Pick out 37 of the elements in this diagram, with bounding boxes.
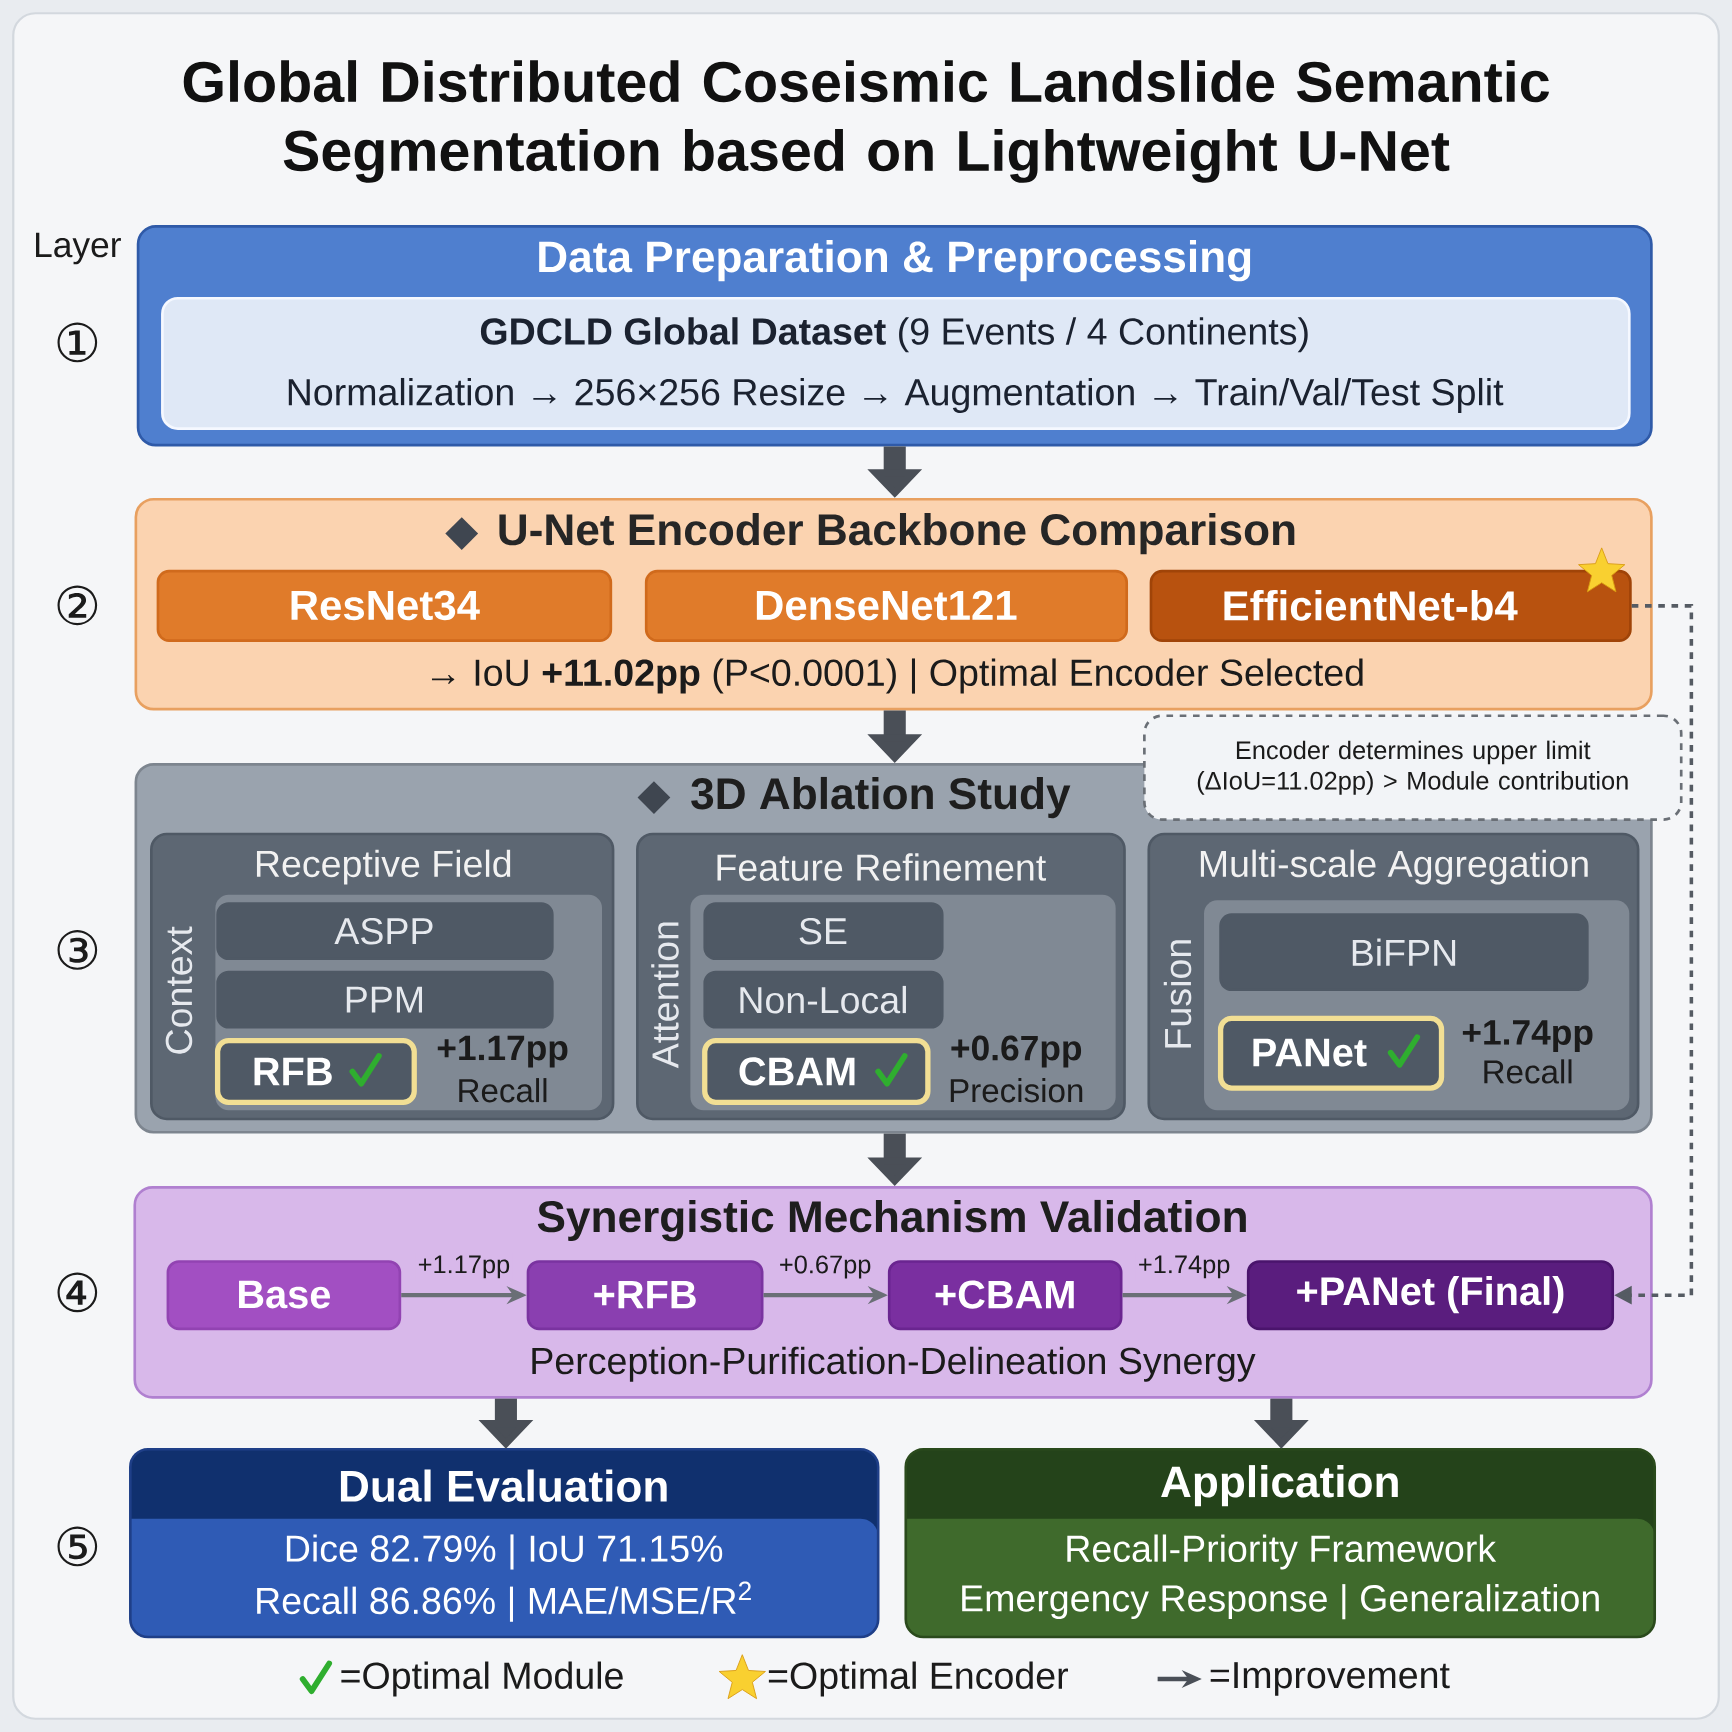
gain-label: +0.67pp	[951, 1035, 1082, 1068]
edge-label: +1.17pp	[415, 1253, 513, 1281]
encoder-box: EfficientNet-b4	[1149, 569, 1632, 642]
module-box: CBAM	[702, 1037, 931, 1106]
axis-title: Layer	[36, 232, 121, 265]
stage-box: Base	[166, 1260, 402, 1331]
layer-number: ②	[57, 585, 98, 626]
gain-label: +1.17pp	[437, 1035, 568, 1068]
result-panel: Application Recall-Priority Framework Emergency Response | Generalization	[904, 1447, 1657, 1639]
edge-label: +1.74pp	[1135, 1253, 1233, 1281]
edge-label: +0.67pp	[776, 1253, 874, 1281]
dataset-box: GDCLD Global Dataset (9 Events / 4 Continents) Normalization → 256×256 Resize → Augmentation → Train/Val/Test Split	[161, 296, 1631, 430]
layer-number: ①	[57, 322, 98, 363]
encoder-box: ResNet34	[156, 569, 613, 642]
layer-number: ④	[57, 1272, 98, 1313]
gain-label: Recall	[1484, 1059, 1572, 1084]
legend-text: =Optimal Module	[341, 1661, 623, 1697]
encoder-box: DenseNet121	[644, 569, 1129, 642]
module-box: ASPP	[216, 902, 554, 961]
module-box: BiFPN	[1219, 913, 1589, 992]
module-box: Non-Local	[703, 970, 944, 1029]
stage-box: +RFB	[526, 1260, 764, 1331]
legend-text: =Improvement	[1210, 1662, 1450, 1696]
gain-label: +1.74pp	[1462, 1020, 1593, 1052]
stage-box: +CBAM	[887, 1260, 1123, 1331]
legend-text: =Optimal Encoder	[768, 1661, 1068, 1697]
gain-label: Precision	[950, 1078, 1083, 1103]
title: Global Distributed Coseismic Landslide Semantic Segmentation based on Lightweight U-Net	[183, 60, 1549, 183]
module-box: PANet	[1217, 1015, 1445, 1091]
gain-label: Recall	[459, 1078, 547, 1103]
layer-number: ③	[57, 930, 98, 970]
module-box: SE	[703, 902, 944, 961]
result-panel: Dual Evaluation Dice 82.79% | IoU 71.15% Recall 86.86% | MAE/MSE/R$^{2}$	[129, 1447, 880, 1639]
module-box: RFB	[214, 1037, 417, 1106]
note-box: Encoder determines upper limit (ΔIoU=11.02pp) > Module contribution	[1143, 714, 1683, 821]
stage-box: +PANet (Final)	[1246, 1260, 1615, 1331]
module-box: PPM	[216, 970, 554, 1029]
